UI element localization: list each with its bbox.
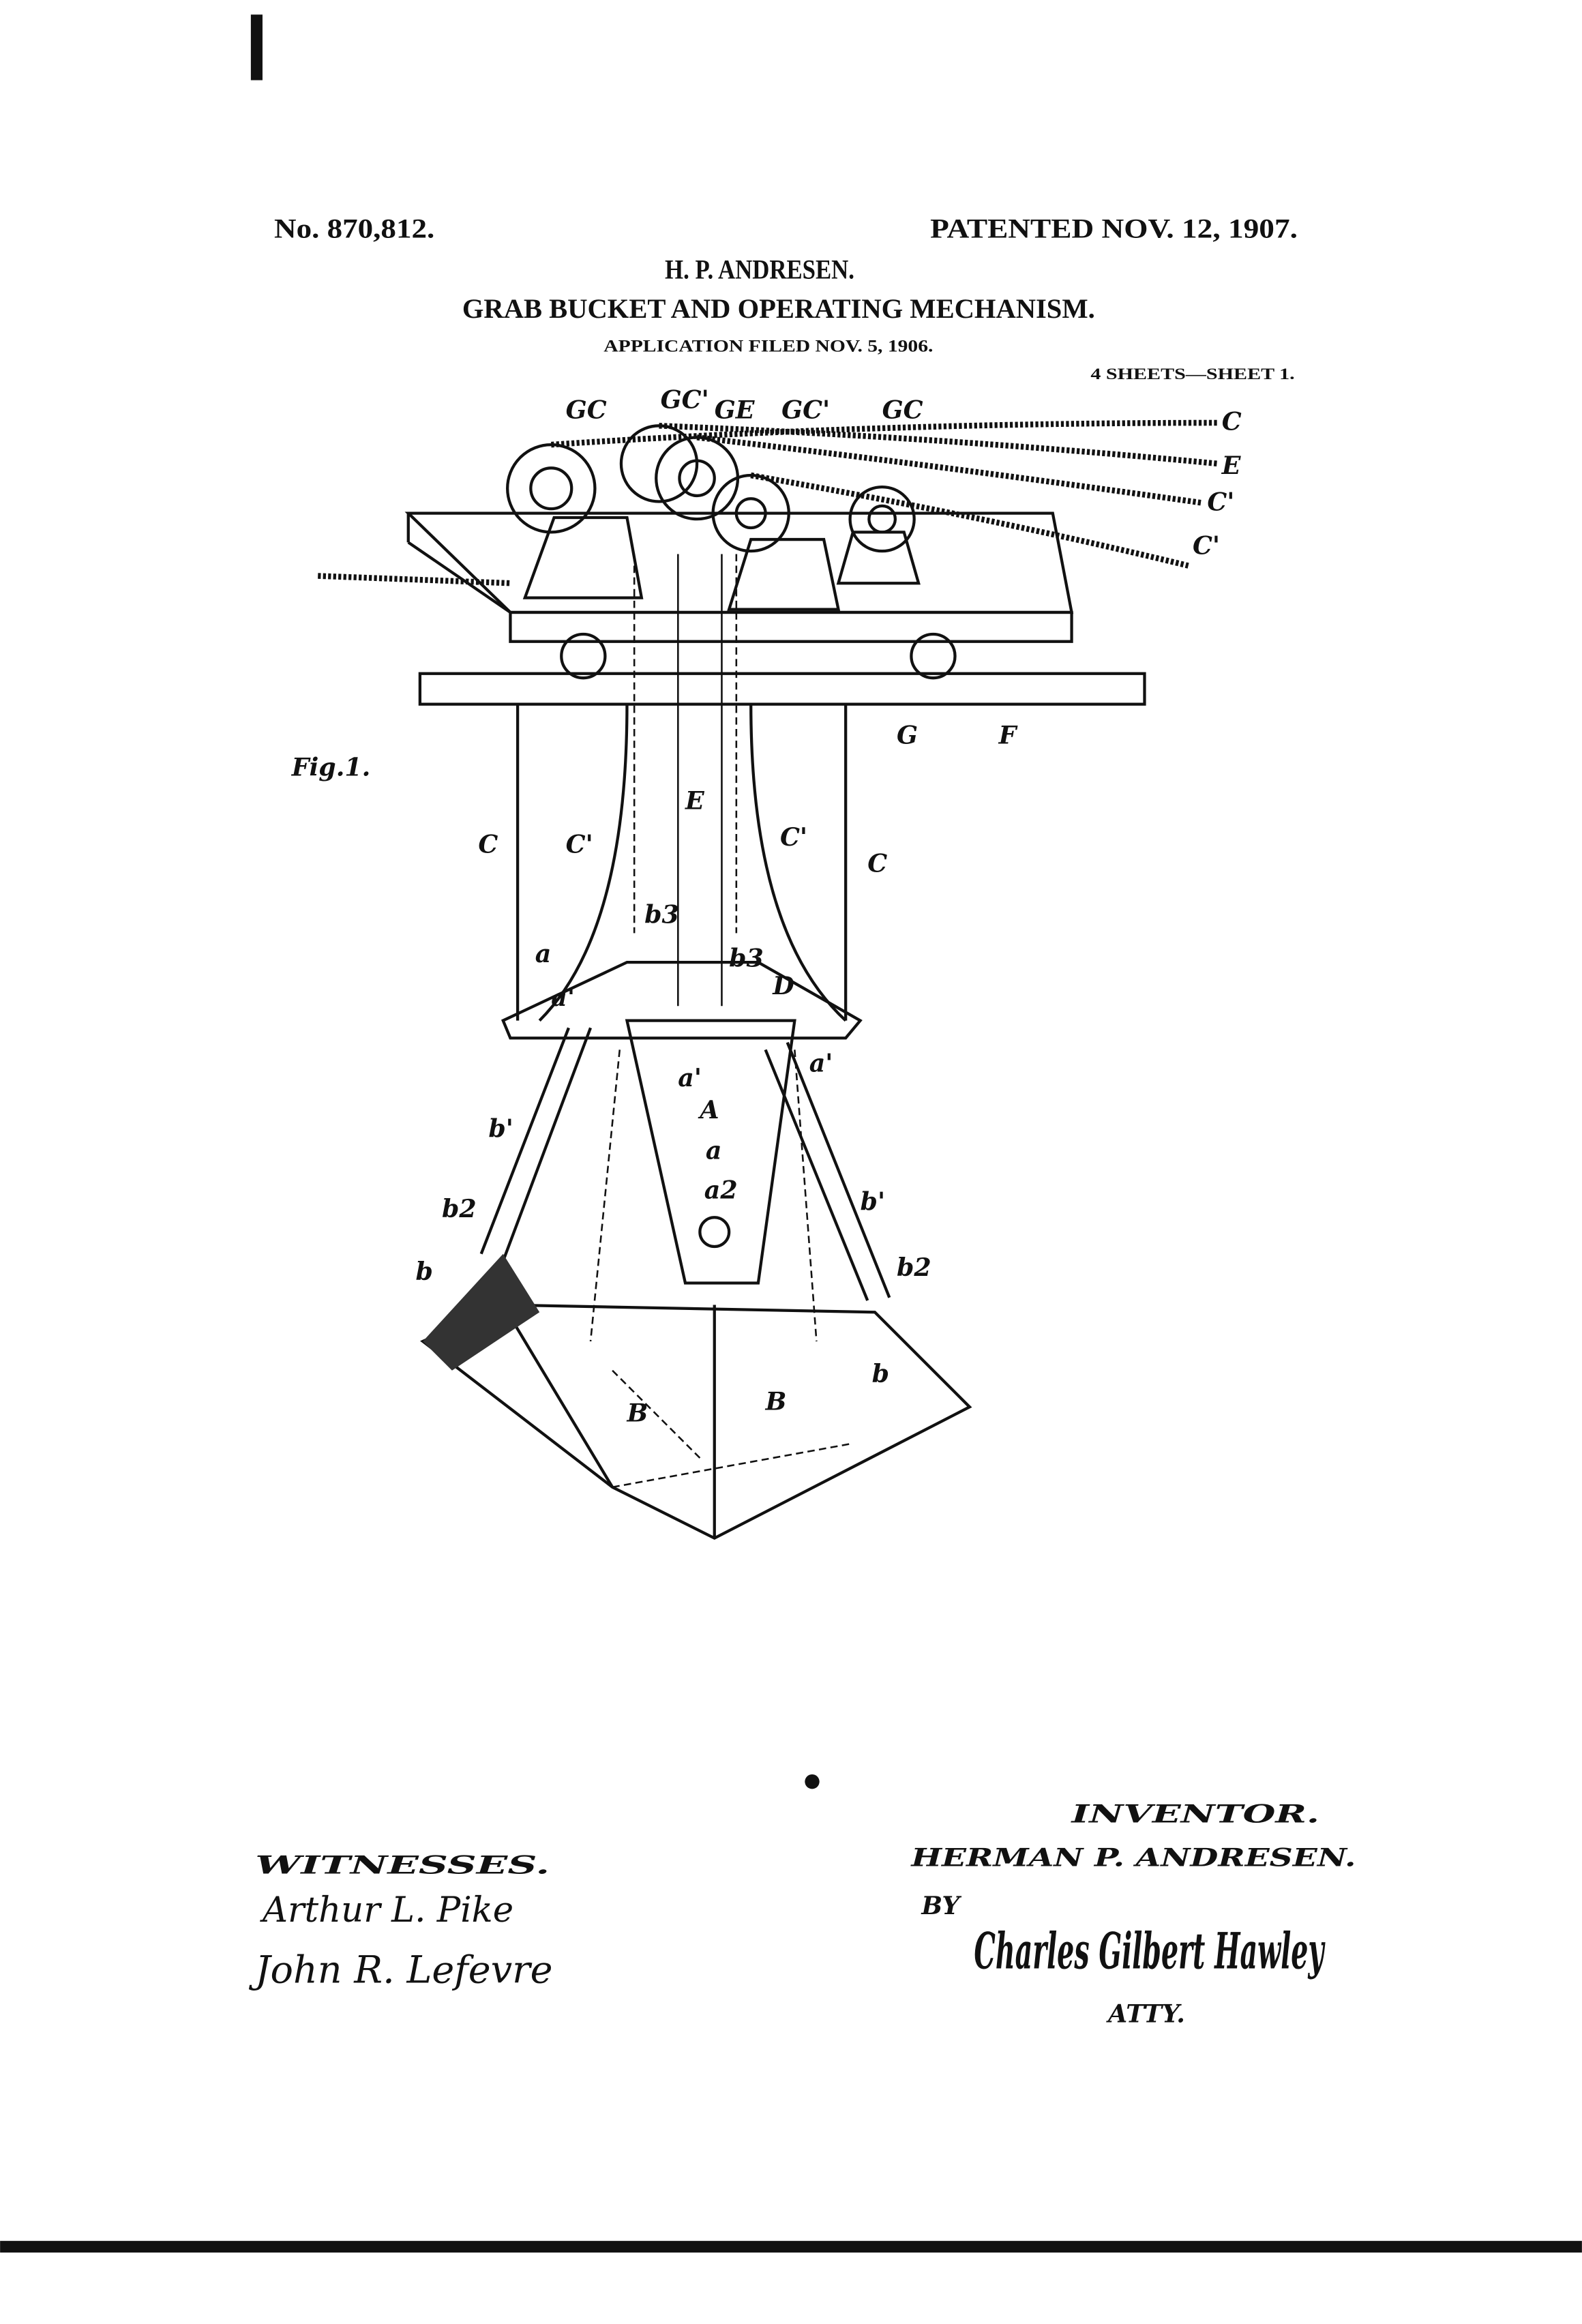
- label-g: G: [897, 720, 918, 749]
- label-gc: GC: [566, 396, 607, 425]
- label-b: b: [872, 1359, 889, 1388]
- inventor-label: INVENTOR.: [1071, 1800, 1319, 1829]
- label-c: C: [478, 830, 498, 859]
- label-a2: a2: [704, 1175, 738, 1204]
- label-a-prime: a': [678, 1063, 702, 1092]
- label-c-prime: C': [1207, 487, 1234, 516]
- bottom-border: [0, 2241, 1582, 2252]
- label-c-prime: C': [1193, 531, 1220, 560]
- label-b-prime: b': [861, 1187, 886, 1217]
- application-filed: APPLICATION FILED NOV. 5, 1906.: [603, 336, 933, 355]
- label-a: a: [535, 939, 552, 968]
- label-A: A: [698, 1095, 719, 1124]
- label-c-prime: C': [566, 830, 593, 859]
- label-b2: b2: [897, 1253, 931, 1282]
- label-a: a: [706, 1136, 722, 1165]
- witnesses-label: WITNESSES.: [255, 1850, 550, 1879]
- patented-date: PATENTED NOV. 12, 1907.: [930, 213, 1298, 243]
- label-B: B: [765, 1386, 787, 1416]
- label-gc-prime: GC': [661, 385, 709, 415]
- figure-title: Fig.1.: [291, 752, 371, 781]
- label-ge: GE: [715, 396, 756, 425]
- scan-mark: [251, 14, 263, 80]
- label-c-prime: C': [780, 822, 807, 852]
- inventor-name: HERMAN P. ANDRESEN.: [910, 1843, 1356, 1873]
- ink-dot: [805, 1774, 819, 1789]
- label-d: D: [772, 971, 794, 1000]
- patent-number: No. 870,812.: [274, 213, 434, 243]
- sheet-count: 4 SHEETS—SHEET 1.: [1090, 366, 1294, 383]
- inventor-short: H. P. ANDRESEN.: [665, 254, 854, 284]
- label-a-prime: a': [551, 983, 575, 1012]
- label-gc: GC: [882, 396, 923, 425]
- atty-label: ATTY.: [1106, 1999, 1185, 2028]
- label-b-prime: b': [488, 1114, 513, 1144]
- label-e: E: [685, 786, 705, 816]
- label-B: B: [626, 1399, 648, 1428]
- label-b3: b3: [729, 944, 764, 973]
- by-label: BY: [921, 1891, 961, 1920]
- fig-1-drawing: [318, 423, 1217, 1538]
- attorney-signature: Charles Gilbert Hawley: [974, 1922, 1326, 1980]
- label-f: F: [998, 720, 1018, 749]
- witness-signature-2: John R. Lefevre: [248, 1948, 552, 1993]
- label-e: E: [1221, 451, 1242, 480]
- label-gc-prime: GC': [781, 396, 830, 425]
- label-c: C: [867, 849, 887, 878]
- label-a-prime: a': [809, 1048, 833, 1077]
- witness-signature-1: Arthur L. Pike: [260, 1890, 513, 1931]
- label-b: b: [415, 1257, 432, 1286]
- label-b3: b3: [644, 899, 679, 929]
- patent-title: GRAB BUCKET AND OPERATING MECHANISM.: [462, 293, 1095, 324]
- label-b2: b2: [442, 1194, 477, 1223]
- label-c: C: [1222, 407, 1242, 436]
